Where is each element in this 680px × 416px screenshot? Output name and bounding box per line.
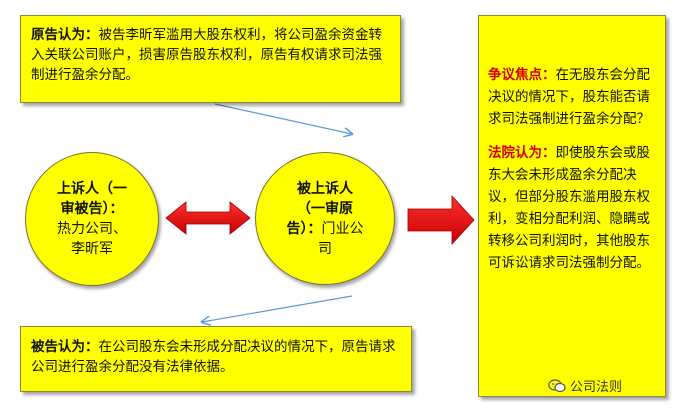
watermark: 公司法则 <box>548 376 622 395</box>
dispute-text: 在无股东会分配决议的情况下，股东能否请求司法强制进行盈余分配？ <box>488 67 650 127</box>
appellee-label-line2: （一审原 <box>297 200 353 217</box>
appellant-name-line1: 热力公司、 <box>57 221 127 237</box>
connector-defendant-line <box>202 295 353 322</box>
court-view-label: 法院认为： <box>488 145 556 161</box>
watermark-text: 公司法则 <box>570 380 623 395</box>
defendant-view-box: 被告认为：在公司股东会未形成分配决议的情况下，原告请求公司进行盈余分配没有法律依… <box>20 326 412 392</box>
court-view-text: 即使股东会或股东大会未形成盈余分配决议，但部分股东滥用股东权利，变相分配利润、隐… <box>488 145 650 271</box>
appellant-name-line2: 李昕军 <box>71 241 113 257</box>
appellant-label-line1: 上诉人（一 <box>57 181 127 197</box>
defendant-view-text: 在公司股东会未形成分配决议的情况下，原告请求公司进行盈余分配没有法律依据。 <box>31 339 396 375</box>
appellee-circle: 被上诉人 （一审原 告）：门业公 司 <box>255 152 395 285</box>
plaintiff-view-text: 被告李昕军滥用大股东权利，将公司盈余资金转入关联公司账户，损害原告股东权利，原告… <box>31 27 382 83</box>
appellee-name-line2: 司 <box>318 240 332 257</box>
double-arrow <box>165 201 251 235</box>
plaintiff-view-box: 原告认为：被告李昕军滥用大股东权利，将公司盈余资金转入关联公司账户，损害原告股东… <box>20 15 401 103</box>
court-box: 争议焦点：在无股东会分配决议的情况下，股东能否请求司法强制进行盈余分配？ 法院认… <box>478 15 666 397</box>
dispute-label: 争议焦点： <box>488 67 556 83</box>
appellant-circle: 上诉人（一 审被告）： 热力公司、 李昕军 <box>25 152 159 286</box>
right-arrow <box>407 194 475 246</box>
connector-plaintiff-line <box>214 103 352 134</box>
defendant-view-label: 被告认为： <box>31 339 99 355</box>
wechat-icon <box>548 378 566 392</box>
appellee-label-line1: 被上诉人 <box>297 180 353 197</box>
appellant-label-line2: 审被告）： <box>60 201 124 217</box>
appellee-label-line3: 告）： <box>286 220 322 237</box>
plaintiff-view-label: 原告认为： <box>31 27 99 43</box>
court-view-paragraph: 法院认为：即使股东会或股东大会未形成盈余分配决议，但部分股东滥用股东权利，变相分… <box>488 142 656 274</box>
dispute-paragraph: 争议焦点：在无股东会分配决议的情况下，股东能否请求司法强制进行盈余分配？ <box>488 64 656 130</box>
appellee-name-inline: 门业公 <box>321 220 364 237</box>
